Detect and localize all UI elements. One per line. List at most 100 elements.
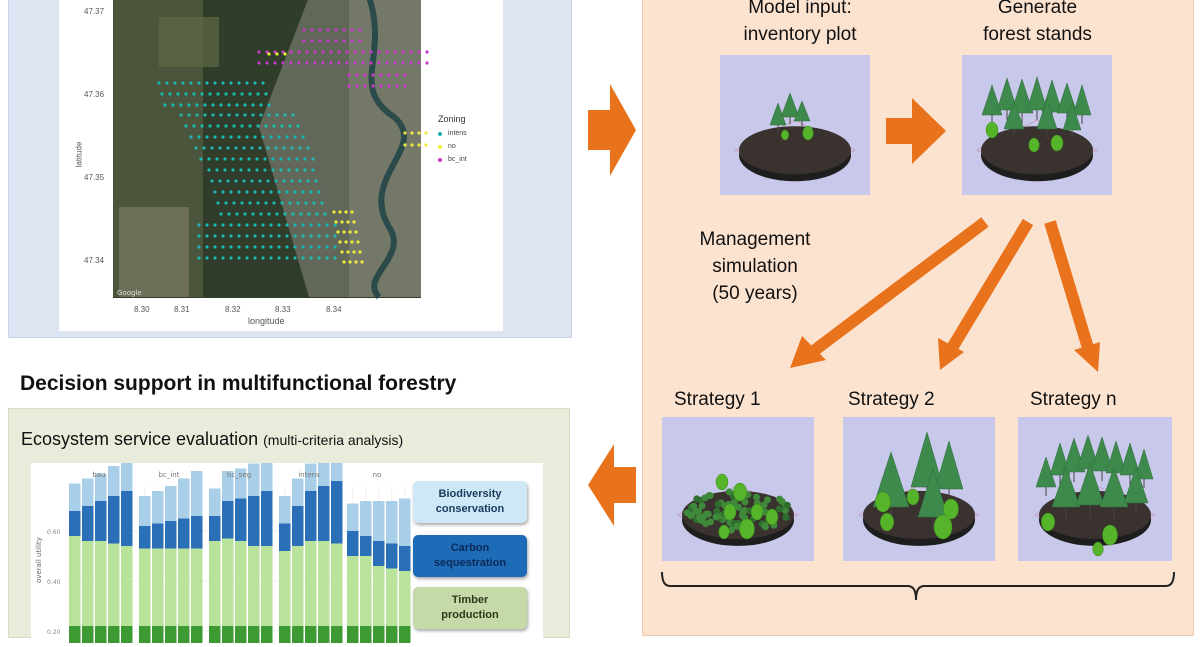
plot-point <box>275 52 278 55</box>
plot-point <box>311 168 314 171</box>
plot-point <box>221 81 224 84</box>
plot-point <box>363 73 366 76</box>
plot-point <box>353 50 356 53</box>
plot-point <box>197 234 200 237</box>
plot-point <box>287 157 290 160</box>
shrub <box>762 522 769 529</box>
plot-point <box>229 190 232 193</box>
y-axis-label: overall utility <box>35 537 43 583</box>
plot-point <box>197 245 200 248</box>
plot-point <box>197 223 200 226</box>
plot-point <box>224 124 227 127</box>
bar-segment-carbon <box>399 546 411 571</box>
plot-point <box>298 146 301 149</box>
plot-point <box>219 113 222 116</box>
plot-point <box>250 146 253 149</box>
bar-segment-timber-base <box>318 626 330 643</box>
legend-label: no <box>448 143 456 150</box>
plot-point <box>234 179 237 182</box>
plot-point <box>303 157 306 160</box>
plot-point <box>211 103 214 106</box>
plot-point <box>197 81 200 84</box>
plot-point <box>226 146 229 149</box>
map-plot: Google <box>59 0 503 331</box>
bar-segment-timber-base <box>261 626 273 643</box>
deciduous-tree <box>1029 138 1040 152</box>
plot-point <box>266 146 269 149</box>
bar-segment-biodiversity <box>373 501 385 541</box>
plot-point <box>234 146 237 149</box>
plot-point <box>271 157 274 160</box>
plot-point <box>261 245 264 248</box>
plot-point <box>203 103 206 106</box>
plot-point <box>205 135 208 138</box>
plot-point <box>385 61 388 64</box>
plot-point <box>265 61 268 64</box>
plot-point <box>309 223 312 226</box>
plot-point <box>282 146 285 149</box>
plot-point <box>200 124 203 127</box>
deciduous-tree <box>740 519 755 539</box>
plot-point <box>345 50 348 53</box>
plot-point <box>293 135 296 138</box>
group-label: bc_seg <box>227 471 251 479</box>
deciduous-tree <box>803 126 814 140</box>
plot-point <box>223 157 226 160</box>
plot-point <box>291 212 294 215</box>
plot-point <box>253 234 256 237</box>
plot-point <box>299 212 302 215</box>
plot-point <box>318 28 321 31</box>
plot-point <box>257 61 260 64</box>
bar-segment-timber-base <box>165 626 177 643</box>
plot-point <box>227 103 230 106</box>
bar-segment-timber-base <box>152 626 164 643</box>
plot-point <box>208 124 211 127</box>
plot-point <box>340 220 343 223</box>
plot-point <box>336 230 339 233</box>
terrain-patch <box>159 17 219 67</box>
plot-point <box>379 73 382 76</box>
plot-point <box>267 113 270 116</box>
bar-segment-timber-base <box>373 626 385 643</box>
plot-point <box>325 256 328 259</box>
plot-point <box>207 157 210 160</box>
plot-point <box>160 92 163 95</box>
plot-point <box>342 230 345 233</box>
legend-dot <box>438 145 442 149</box>
plot-point <box>317 256 320 259</box>
legend-biodiversity: Biodiversityconservation <box>413 481 527 523</box>
plot-point <box>257 50 260 53</box>
legend-dot <box>438 132 442 136</box>
plot-point <box>163 103 166 106</box>
plot-point <box>205 234 208 237</box>
plot-point <box>253 245 256 248</box>
plot-point <box>195 103 198 106</box>
plot-point <box>272 201 275 204</box>
plot-point <box>309 245 312 248</box>
arrow-right-icon <box>584 80 640 180</box>
plot-point <box>356 240 359 243</box>
plot-point <box>237 245 240 248</box>
bar-segment-carbon <box>222 501 234 539</box>
bar-segment-timber-base <box>248 626 260 643</box>
plot-point <box>325 245 328 248</box>
plot-point <box>425 50 428 53</box>
plot-point <box>334 39 337 42</box>
plot-point <box>424 131 427 134</box>
plot-point <box>221 223 224 226</box>
plot-point <box>293 245 296 248</box>
plot-point <box>361 50 364 53</box>
branch-arrows <box>760 210 1160 390</box>
bar-segment-carbon <box>292 506 304 546</box>
shrub <box>690 503 697 510</box>
plot-point <box>258 146 261 149</box>
plot-point <box>293 223 296 226</box>
plot-point <box>315 212 318 215</box>
plot-point <box>295 168 298 171</box>
plot-point <box>289 50 292 53</box>
plot-point <box>409 50 412 53</box>
plot-point <box>211 113 214 116</box>
plot-point <box>261 81 264 84</box>
plot-point <box>393 50 396 53</box>
plot-point <box>310 28 313 31</box>
